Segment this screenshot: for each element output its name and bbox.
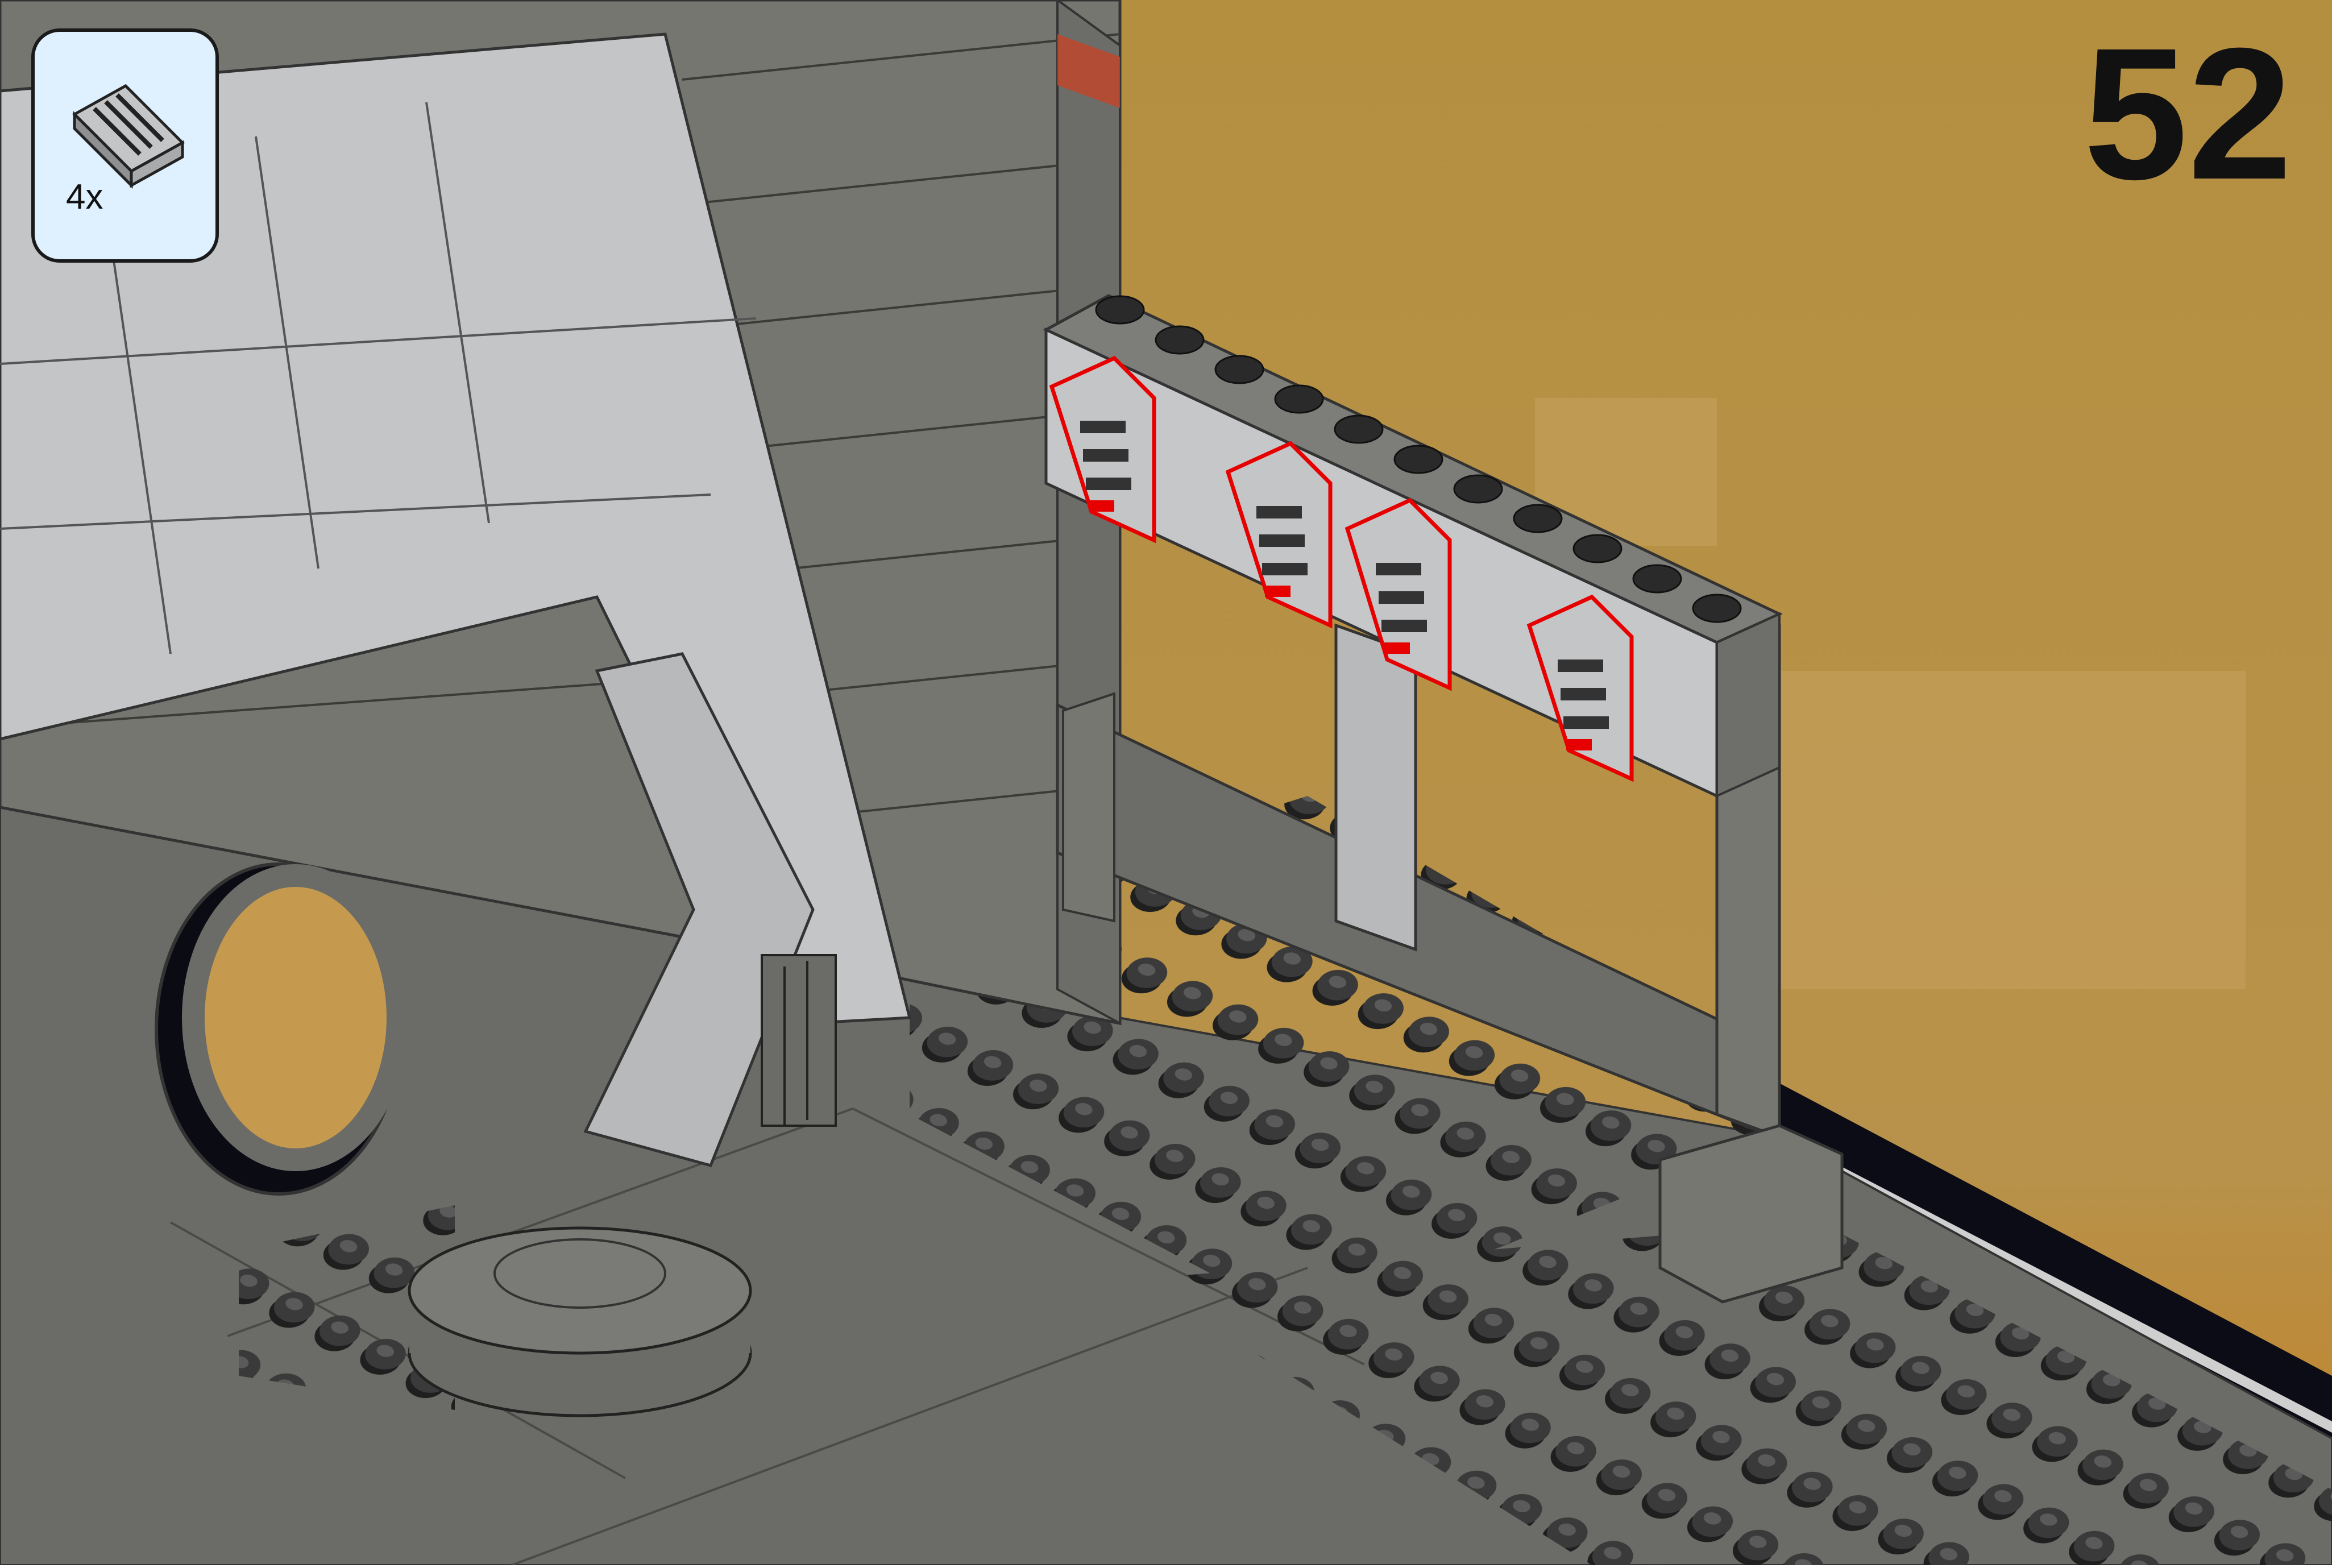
- center-pillar: [1336, 625, 1416, 949]
- step-number: 52: [2084, 20, 2292, 208]
- round-brick-stack: [409, 1228, 750, 1416]
- grille-column: [762, 955, 836, 1126]
- part-quantity: 4x: [66, 177, 103, 217]
- parts-list-callout: 4x: [31, 28, 219, 263]
